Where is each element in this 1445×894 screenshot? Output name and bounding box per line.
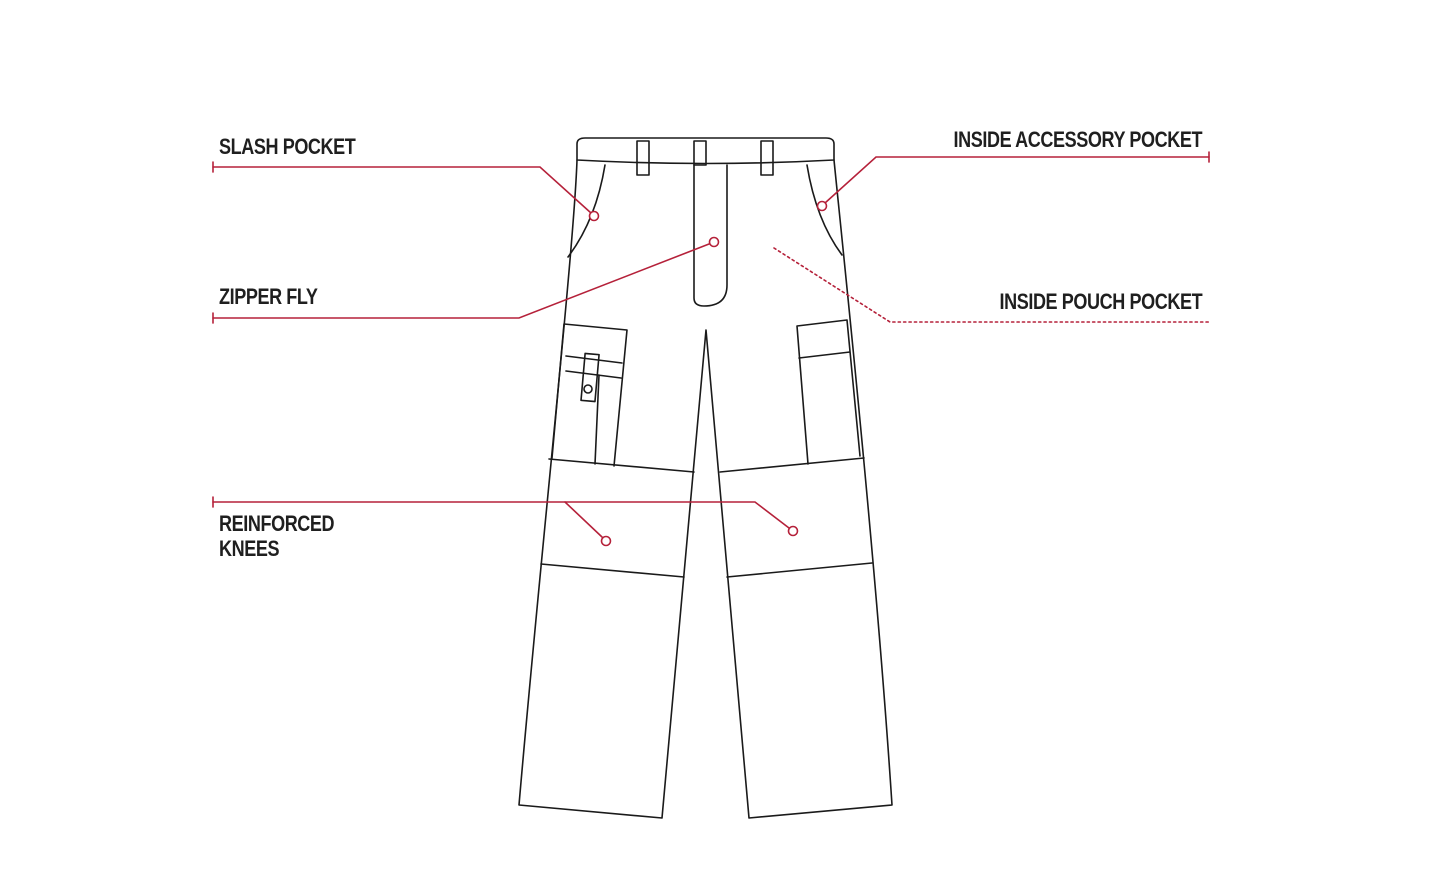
pants-silhouette (518, 159, 893, 819)
belt-loop (693, 140, 707, 166)
slash-pocket-right (806, 164, 843, 256)
zipper-fly-leader (212, 236, 720, 324)
reinforced-knees-leader (212, 496, 799, 547)
belt-loop (636, 140, 650, 176)
zipper-fly-label: ZIPPER FLY (219, 284, 318, 309)
slash-pocket-leader (212, 161, 600, 222)
knee-seam-right-upper (719, 457, 865, 473)
cargo-pocket-right (796, 319, 861, 465)
cargo-pocket-left (551, 323, 628, 467)
inside-accessory-pocket-leader (816, 151, 1210, 212)
knee-seam-right-lower (726, 562, 873, 578)
knee-seam-left-upper (548, 458, 695, 473)
cargo-pocket-tab (580, 352, 600, 403)
cargo-pocket-snap (583, 384, 593, 394)
belt-loop (760, 140, 774, 176)
waistband (576, 137, 835, 165)
reinforced-knees-label-line1: REINFORCED (219, 511, 335, 536)
slash-pocket-label: SLASH POCKET (219, 134, 356, 159)
zipper-fly (693, 164, 728, 307)
inside-pouch-pocket-leader (773, 247, 1212, 323)
inside-accessory-pocket-label: INSIDE ACCESSORY POCKET (953, 127, 1202, 152)
knee-seam-left-lower (540, 563, 685, 578)
reinforced-knees-label: REINFORCED KNEES (219, 511, 335, 561)
reinforced-knees-label-line2: KNEES (219, 536, 280, 561)
inside-pouch-pocket-label: INSIDE POUCH POCKET (999, 289, 1202, 314)
